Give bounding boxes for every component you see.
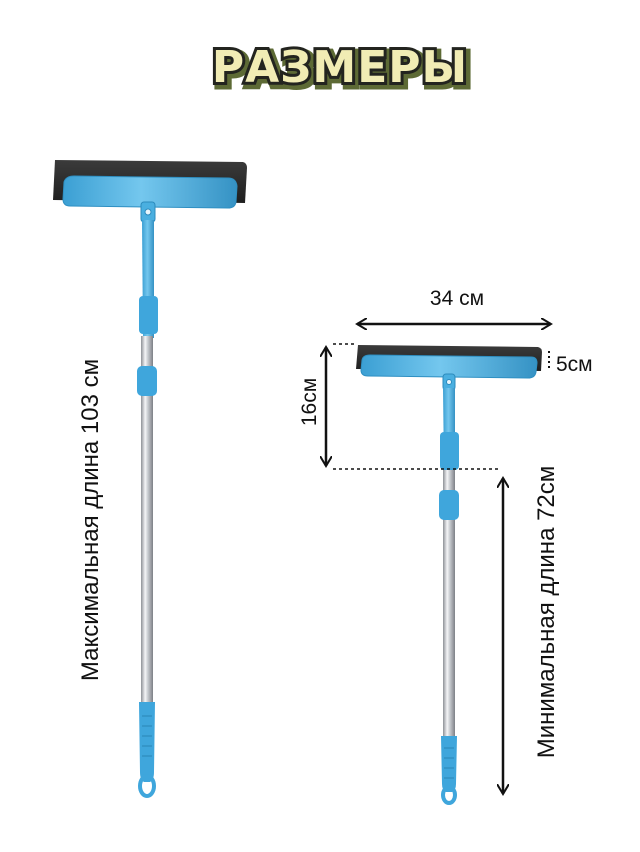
steel-pole: [443, 470, 455, 740]
hanging-loop: [441, 785, 457, 805]
head-height-dimension: 5см: [548, 351, 593, 376]
telescopic-lock: [137, 366, 157, 396]
neck-collar: [139, 296, 158, 334]
mop-extended: [53, 160, 247, 798]
head-height-label: 5см: [556, 353, 593, 376]
neck-collar: [440, 432, 459, 470]
joint-screw: [446, 379, 452, 385]
neck-height-label: 16см: [298, 378, 321, 426]
handle-grip: [139, 702, 155, 782]
joint-screw: [144, 208, 152, 216]
handle-grip: [441, 736, 457, 792]
width-label: 34 см: [430, 287, 484, 310]
page-title-text: РАЗМЕРЫ: [212, 42, 468, 93]
min-length-label: Минимальная длина 72см: [533, 466, 560, 759]
page-title-shadow: РАЗМЕРЫ: [215, 45, 471, 96]
min-length-dimension: Минимальная длина 72см: [503, 466, 560, 794]
mop-collapsed: [356, 345, 542, 805]
squeegee-holder: [62, 175, 238, 209]
max-length-label: Максимальная длина 103 см: [77, 359, 104, 681]
steel-pole: [141, 336, 153, 706]
hanging-loop: [138, 774, 156, 798]
telescopic-lock: [439, 490, 459, 520]
page-title: РАЗМЕРЫ РАЗМЕРЫ РАЗМЕРЫ: [209, 39, 475, 101]
squeegee-holder: [360, 354, 538, 379]
page-title-outline: РАЗМЕРЫ: [212, 42, 468, 93]
neck-height-dimension: 16см: [298, 343, 500, 470]
width-dimension: 34 см: [357, 287, 551, 324]
